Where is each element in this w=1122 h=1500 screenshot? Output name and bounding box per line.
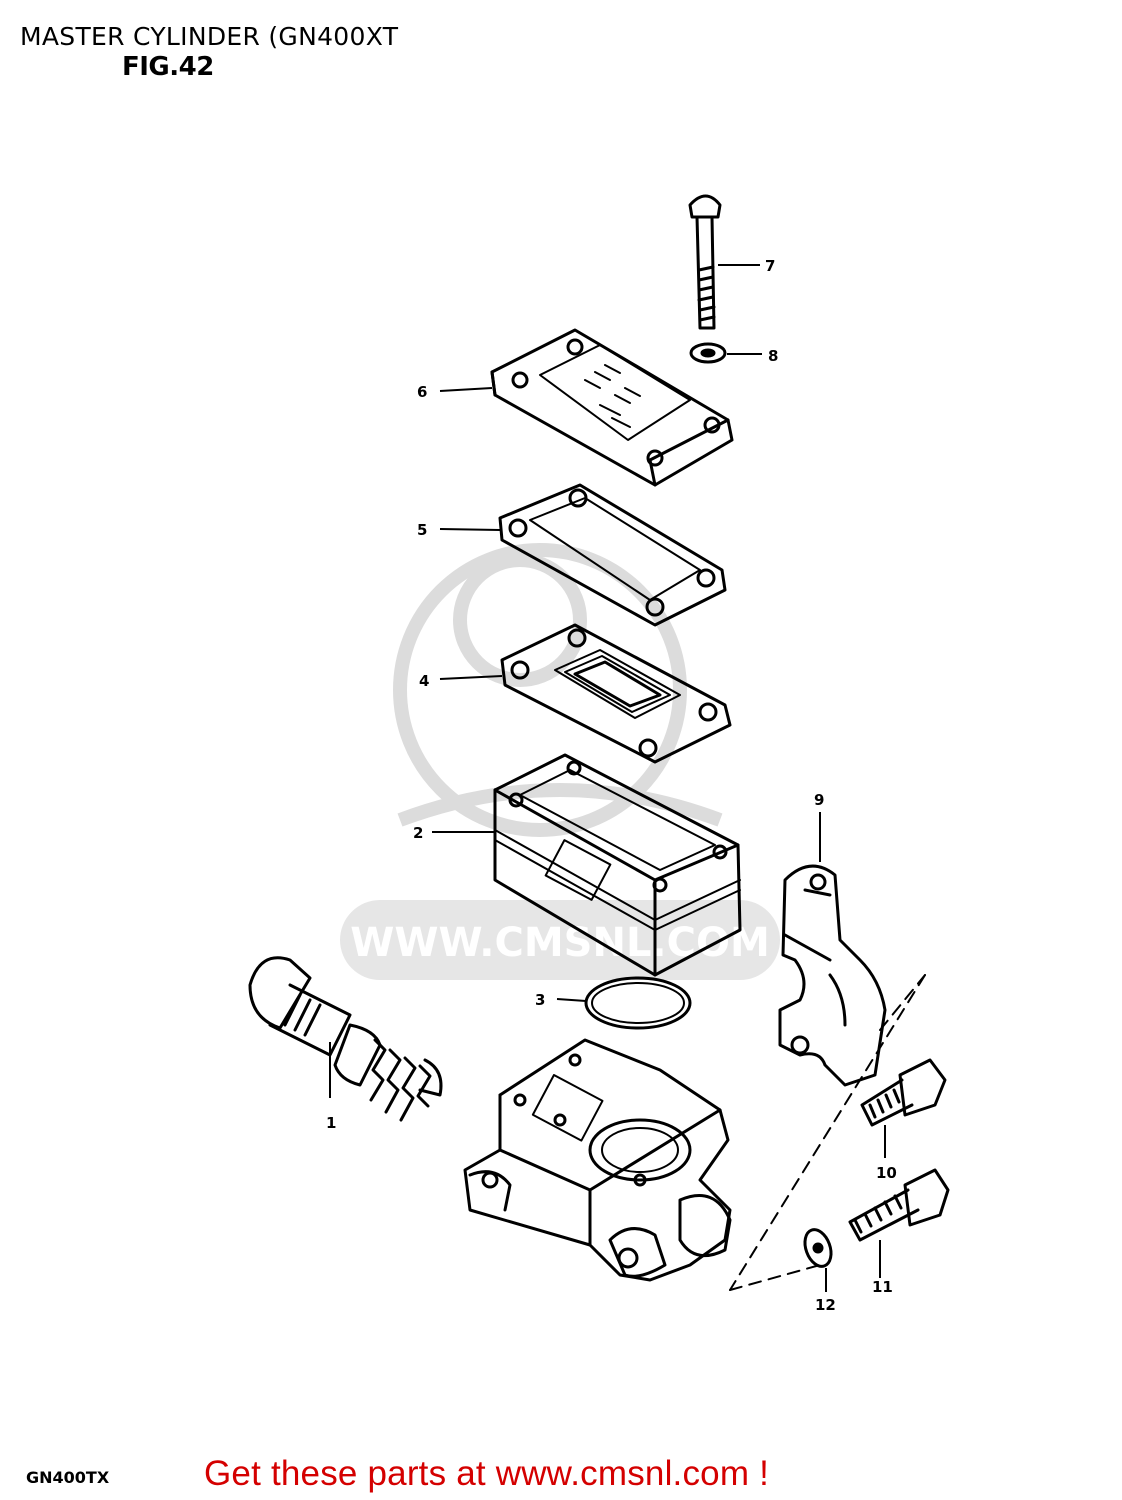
part-11-bolt [848,1168,950,1242]
callout-4: 4 [419,672,429,690]
callout-9: 9 [814,791,824,809]
part-7-bolt [688,194,722,330]
watermark: WWW.CMSNL.COM [340,543,780,980]
part-4-diaphragm [500,623,732,764]
callout-5: 5 [417,521,427,539]
master-cylinder-body [463,1038,732,1282]
part-10-bolt [860,1058,947,1127]
figure-label: FIG.42 [122,52,214,82]
part-3-oring [584,976,692,1030]
callout-2: 2 [413,824,423,842]
part-1-piston [248,956,443,1122]
part-6-cap [490,328,734,487]
callout-7: 7 [765,257,775,275]
callout-8: 8 [768,347,778,365]
callout-leaders [329,264,886,1292]
dashed-leader-line [729,974,926,1291]
callout-12: 12 [815,1296,836,1314]
part-5-plate [498,483,727,627]
part-12-washer [803,1228,833,1268]
watermark-text: WWW.CMSNL.COM [350,920,770,966]
callout-3: 3 [535,991,545,1009]
callout-1: 1 [326,1114,336,1132]
promo-link[interactable]: Get these parts at www.cmsnl.com ! [204,1454,770,1493]
callout-11: 11 [872,1278,893,1296]
callout-numbers: 6 5 4 2 3 7 8 9 1 10 11 12 [326,257,897,1314]
model-code: GN400TX [26,1468,110,1487]
callout-6: 6 [417,383,427,401]
part-2-reservoir [493,753,742,977]
callout-10: 10 [876,1164,897,1182]
page-title: MASTER CYLINDER (GN400XT [20,22,399,51]
part-9-clamp [778,864,887,1087]
part-8-washer [689,342,727,364]
